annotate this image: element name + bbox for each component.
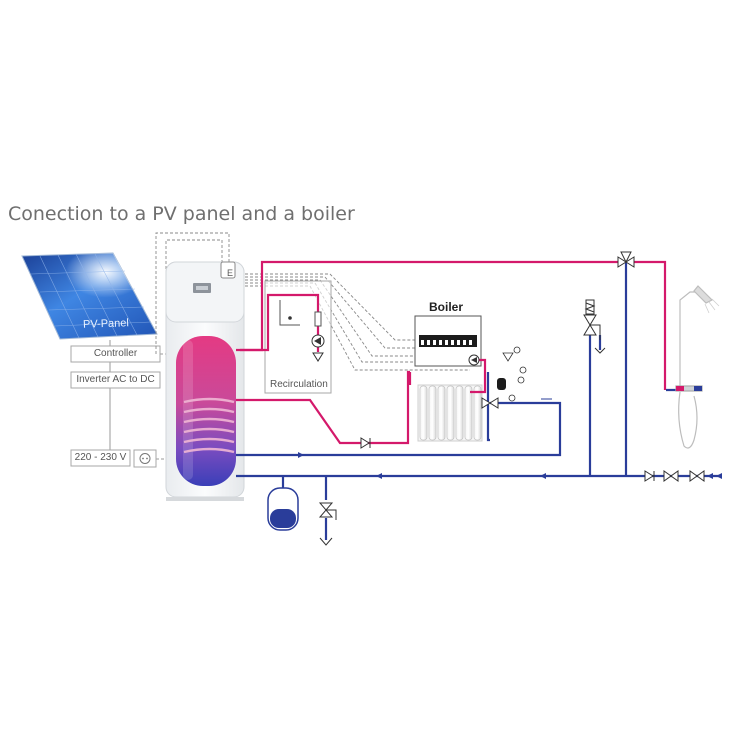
safety-valve-icon	[502, 346, 527, 402]
inlet-check-valve-icon	[644, 470, 655, 482]
inlet-shutoff-valve-icon	[663, 470, 679, 482]
flow-arrows	[298, 452, 546, 479]
inverter-label: Inverter AC to DC	[76, 374, 155, 385]
energy-meter-label: E	[227, 268, 234, 278]
inlet-end-arrow-icon	[707, 473, 722, 479]
expansion-vessel-small-icon	[497, 378, 506, 390]
thermostatic-mixing-valve-icon	[617, 251, 635, 268]
mixing-valve-icon	[481, 397, 499, 409]
controller-label: Controller	[93, 348, 138, 359]
recirculation-pump-icon	[311, 334, 325, 348]
safety-group-icon	[583, 299, 606, 354]
voltage-label: 220 - 230 V	[74, 452, 127, 463]
storage-tank	[176, 336, 236, 486]
power-socket-icon	[133, 449, 157, 468]
return-check-valve-icon	[360, 437, 371, 449]
recirculation-label: Recirculation	[270, 379, 328, 390]
diagram-title: Conection to a PV panel and a boiler	[8, 203, 355, 225]
expansion-vessel-icon	[267, 487, 299, 531]
boiler-label: Boiler	[429, 300, 464, 314]
boiler-pump-icon	[468, 354, 480, 366]
cold-water-pipes	[236, 262, 720, 540]
inverter-box	[70, 371, 161, 389]
shower-icon	[675, 285, 714, 449]
shower-spray-icon	[704, 298, 720, 314]
drain-valve-icon	[318, 502, 337, 546]
inlet-pressure-valve-icon	[689, 470, 705, 482]
voltage-box	[70, 449, 131, 467]
check-valve-icon	[312, 352, 324, 362]
pv-panel	[21, 252, 158, 340]
controller-box	[70, 345, 161, 363]
radiator	[417, 384, 483, 442]
pv-panel-label: PV-Panel	[82, 317, 130, 331]
recirculation-circuit	[279, 300, 322, 327]
